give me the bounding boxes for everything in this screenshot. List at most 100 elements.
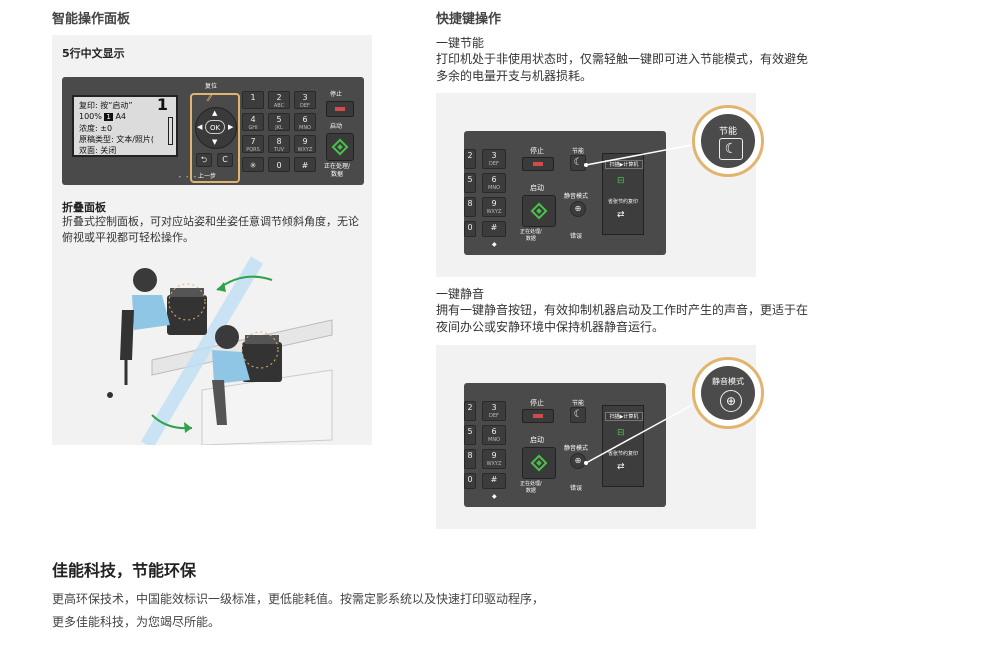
stop-button[interactable] bbox=[522, 409, 554, 423]
key-1[interactable]: 1 bbox=[242, 91, 264, 109]
section-heading-smart-panel: 智能操作面板 bbox=[52, 12, 131, 27]
printer-back bbox=[167, 295, 207, 335]
arrow-down-icon[interactable]: ▼ bbox=[212, 138, 218, 146]
quiet-mode-icon[interactable]: ⊕ bbox=[570, 453, 586, 469]
display-feature-title: 5行中文显示 bbox=[62, 47, 125, 60]
callout-connector bbox=[584, 404, 693, 465]
quiet-text: 拥有一键静音按钮，有效抑制机器启动及工作时产生的声音，更适于在夜间办公或安静环境… bbox=[436, 303, 809, 334]
lcd-line: 复印: 按“启动” bbox=[79, 101, 133, 110]
arrow-left-icon[interactable]: ◀ bbox=[197, 123, 203, 131]
start-icon bbox=[331, 138, 349, 156]
ok-button[interactable]: OK bbox=[205, 120, 225, 134]
lcd-scrollbar bbox=[168, 117, 173, 145]
desk-front bbox=[201, 369, 333, 445]
moon-icon[interactable]: ☾ bbox=[570, 407, 586, 423]
error-label: 错误 bbox=[570, 233, 583, 240]
nav-pad[interactable]: ▲ ▼ ◀ ▶ OK bbox=[195, 107, 237, 149]
eco-tech-line-2: 更多佳能科技，为您竭尽所能。 bbox=[52, 615, 221, 629]
fold-panel-title: 折叠面板 bbox=[62, 201, 106, 214]
diamond-mark: ◆ bbox=[492, 493, 497, 500]
printer-front-top bbox=[245, 335, 279, 344]
arrow-head-bottom bbox=[184, 422, 192, 433]
lcd-screen: 复印: 按“启动” 100% 1 A4 浓度: ±0 原稿类型: 文本/照片( … bbox=[72, 95, 178, 157]
printer-front bbox=[242, 342, 282, 382]
start-button[interactable] bbox=[522, 447, 556, 479]
moon-icon[interactable]: ☾ bbox=[570, 155, 586, 171]
key-8[interactable]: 8 bbox=[464, 197, 476, 217]
energy-text: 打印机处于非使用状态时，仅需轻触一键即可进入节能模式，有效避免多余的电量开支与机… bbox=[436, 52, 809, 83]
eco-copy-label: 省张节约复印 bbox=[607, 199, 638, 205]
callout-label: 静音模式 bbox=[712, 377, 744, 386]
callout-label: 节能 bbox=[718, 127, 737, 137]
arrow-right-icon[interactable]: ▶ bbox=[228, 123, 234, 131]
quiet-callout: 静音模式 ⊕ bbox=[692, 357, 764, 429]
stop-button[interactable] bbox=[326, 101, 354, 117]
lcd-line: 浓度: ±0 bbox=[79, 124, 113, 133]
scan-to-pc-button[interactable]: 扫描▶计算机 bbox=[605, 412, 643, 421]
stop-label: 停止 bbox=[530, 399, 544, 407]
key-star[interactable]: ✳ bbox=[242, 157, 264, 172]
key-2[interactable]: 2 bbox=[464, 401, 476, 421]
start-button[interactable] bbox=[326, 133, 354, 161]
shortcut-column: 扫描▶计算机 ⊟ 省张节约复印 ⇄ bbox=[602, 405, 644, 487]
clear-button[interactable]: C bbox=[217, 153, 233, 167]
stop-button[interactable] bbox=[522, 157, 554, 171]
back-button[interactable]: ⮌ bbox=[196, 153, 212, 167]
control-panel-illustration: 复印: 按“启动” 100% 1 A4 浓度: ±0 原稿类型: 文本/照片( … bbox=[62, 77, 364, 185]
quiet-label: 静音模式 bbox=[564, 445, 589, 452]
key-hash[interactable]: # bbox=[482, 473, 506, 489]
arrow-up-icon[interactable]: ▲ bbox=[212, 109, 218, 117]
key-0[interactable]: 0 bbox=[268, 157, 290, 172]
energy-callout: 节能 ☾ bbox=[692, 105, 764, 177]
key-5[interactable]: 5 bbox=[464, 425, 476, 445]
key-8[interactable]: 8 bbox=[464, 449, 476, 469]
lcd-line: 100% 1 A4 bbox=[79, 111, 171, 123]
person-back-head bbox=[133, 268, 157, 292]
reset-icon[interactable]: ⁄⁄ bbox=[208, 94, 212, 104]
printer-back-top bbox=[170, 288, 204, 297]
lcd-line: 原稿类型: 文本/照片( bbox=[79, 135, 155, 144]
start-button[interactable] bbox=[522, 195, 556, 227]
key-5[interactable]: 5 bbox=[464, 173, 476, 193]
scan-to-pc-button[interactable]: 扫描▶计算机 bbox=[605, 160, 643, 169]
key-hash[interactable]: # bbox=[294, 157, 316, 172]
key-hash[interactable]: # bbox=[482, 221, 506, 237]
fold-panel-text: 折叠式控制面板，可对应站姿和坐姿任意调节倾斜角度，无论俯视或平视都可轻松操作。 bbox=[62, 215, 359, 244]
processing-label: 正在处理/ 数据 bbox=[324, 163, 351, 178]
key-0[interactable]: 0 bbox=[464, 221, 476, 237]
start-label: 启动 bbox=[530, 184, 544, 192]
key-0[interactable]: 0 bbox=[464, 473, 476, 489]
eco-copy-icon[interactable]: ⇄ bbox=[617, 462, 625, 472]
lcd-copy-count: 1 bbox=[156, 95, 168, 114]
eco-copy-icon[interactable]: ⇄ bbox=[617, 210, 625, 220]
energy-label: 节能 bbox=[572, 400, 585, 407]
quiet-mode-icon[interactable]: ⊕ bbox=[570, 201, 586, 217]
smart-panel-box: 5行中文显示 复印: 按“启动” 100% 1 A4 浓度: ±0 原稿类型: … bbox=[52, 35, 372, 445]
key-2[interactable]: 2 bbox=[464, 149, 476, 169]
focus-circle-back bbox=[168, 283, 206, 321]
section-heading-shortcut: 快捷键操作 bbox=[436, 12, 502, 27]
lcd-line: 双面: 关闭 bbox=[79, 146, 117, 155]
light-beam bbox=[140, 256, 264, 445]
focus-circle-front bbox=[241, 331, 279, 369]
diamond-mark: ◆ bbox=[492, 241, 497, 248]
person-front-body bbox=[212, 350, 250, 384]
scan-icon: ⊟ bbox=[617, 176, 625, 186]
lcd-paper: A4 bbox=[115, 112, 126, 121]
